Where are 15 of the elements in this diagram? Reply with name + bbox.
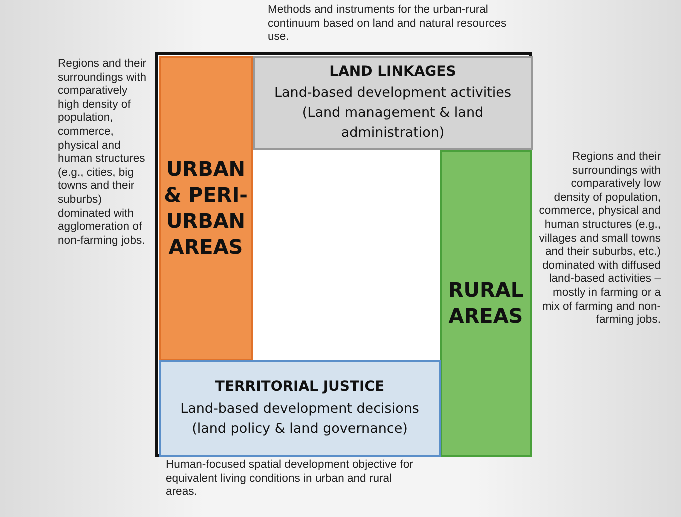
body-text: Land-based development decisions (land policy & land governance) bbox=[180, 400, 420, 439]
heading-text: URBAN & PERI-URBAN AREAS bbox=[163, 156, 249, 260]
rural-box bbox=[440, 150, 532, 457]
frame-box bbox=[155, 52, 532, 457]
description-text: Regions and their surroundings with comparatively low density of population, commerce, physical and human structures (e.g., villages and small towns and their suburbs, etc.) dominated with diffused land-based activities – mostly in farming or a mix of farming and non-farming jobs. bbox=[538, 151, 661, 328]
description-text: Human-focused spatial development objective for equivalent living conditions in urban and rural areas. bbox=[166, 459, 414, 500]
heading-text: LAND LINKAGES bbox=[330, 62, 456, 82]
heading-text: TERRITORIAL JUSTICE bbox=[215, 378, 385, 397]
justice-box bbox=[159, 360, 441, 457]
heading-text: RURAL AREAS bbox=[447, 276, 525, 328]
linkages-box bbox=[253, 56, 533, 150]
urban-box bbox=[159, 56, 253, 361]
description-text: Regions and their surroundings with comparatively high density of population, commerce, physical and human structures (e.g., cities, big towns and their suburbs) dominated with agglomeration of non-farming jobs. bbox=[58, 58, 148, 248]
body-text: Land-based development activities (Land management & land administration) bbox=[273, 84, 513, 144]
description-text: Methods and instruments for the urban-rural continuum based on land and natural resources use. bbox=[268, 4, 508, 45]
